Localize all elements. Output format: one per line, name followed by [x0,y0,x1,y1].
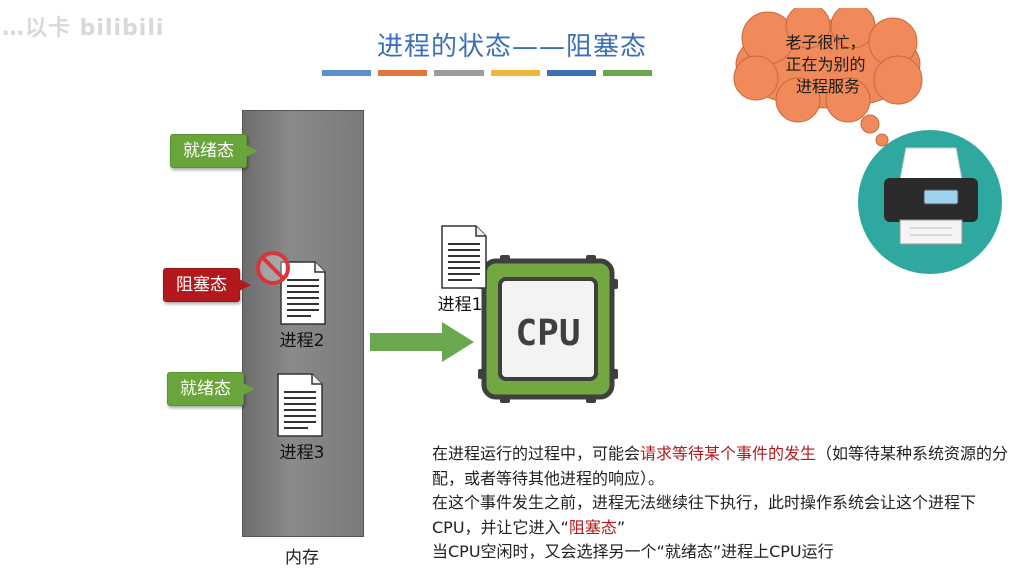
explanation-paragraph-1: 在进程运行的过程中，可能会请求等待某个事件的发生（如等待某种系统资源的分配，或者… [432,442,1022,491]
ready-state-tag-bottom-label: 就绪态 [180,379,231,399]
svg-text:老子很忙， 正在为别的 进程服务: 老子很忙， 正在为别的 进程服务 [785,33,870,96]
blocked-state-tag-label: 阻塞态 [176,275,227,295]
thought-line-3: 进程服务 [796,77,860,96]
page-title: 进程的状态——阻塞态 [376,32,647,62]
process-2-label: 进程2 [279,331,325,351]
explanation-line1-rest: （如等待某种系统资源的分配，或者等待其他进程的响应）。 [432,444,1009,488]
blocked-state-tag: 阻塞态 [163,268,251,302]
process-3-label: 进程3 [279,443,325,463]
process-1-label: 进程1 [437,295,483,315]
ready-state-tag-bottom: 就绪态 [167,372,255,406]
title-underline-bar-3 [434,70,484,76]
title-underline-bar-4 [490,70,540,76]
right-arrow-icon [370,322,474,362]
printer-icon [884,147,978,245]
thought-bubble: 老子很忙， 正在为别的 进程服务 [733,8,923,147]
title-underline-bar-6 [602,70,653,76]
title-underline-bar-1 [322,70,372,76]
process-1-document-icon [441,225,487,289]
title-underline-bar-2 [378,70,428,76]
title-underline-bar-5 [546,70,596,76]
process-3-document-icon [277,373,323,437]
explanation-line1-text: 在进程运行的过程中，可能会 [432,444,641,463]
memory-label: 内存 [285,548,319,568]
thought-line-1: 老子很忙， [785,33,865,52]
explanation-paragraph-2: 在这个事件发生之前，进程无法继续往下执行，此时操作系统会让这个进程下CPU，并让… [432,491,1022,540]
ready-state-tag-top: 就绪态 [170,134,258,168]
process-2-document-icon [280,261,326,325]
explanation-line2-text: 在这个事件发生之前，进程无法继续往下执行，此时操作系统会让这个进程下CPU，并让… [432,493,977,537]
title-underline-bars [322,70,653,76]
explanation-text: 在进程运行的过程中，可能会请求等待某个事件的发生（如等待某种系统资源的分配，或者… [432,442,1022,565]
explanation-line2-rest: ” [616,517,626,537]
explanation-paragraph-3: 当CPU空闲时，又会选择另一个“就绪态”进程上CPU运行 [432,542,834,561]
ready-state-tag-top-label: 就绪态 [183,141,234,161]
thought-line-2: 正在为别的 [785,55,865,74]
explanation-line1-highlight: 请求等待某个事件的发生 [640,444,817,463]
cpu-chip-icon: CPU [478,255,618,403]
forbidden-icon [256,251,290,285]
watermark: …以卡 bilibili [2,16,165,41]
explanation-line2-highlight: 阻塞态 [568,517,617,537]
memory-block [242,110,364,537]
cpu-label: CPU [515,313,580,354]
